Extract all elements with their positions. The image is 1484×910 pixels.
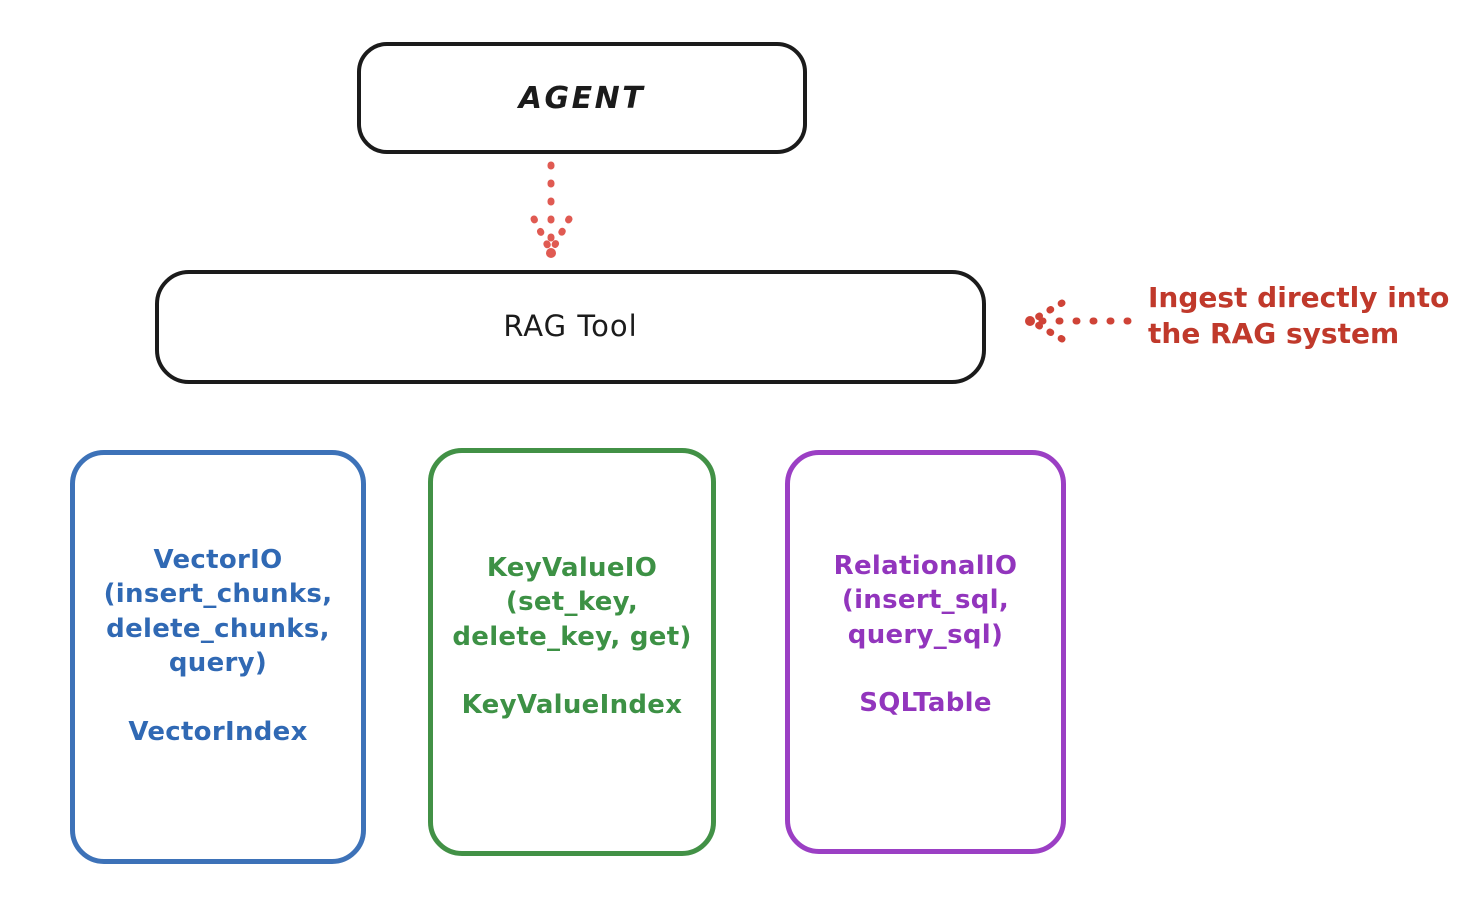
rag-tool-label: RAG Tool bbox=[503, 309, 638, 344]
agent-label: AGENT bbox=[518, 80, 646, 116]
agent-node: AGENT bbox=[357, 42, 807, 154]
relational-io-label: RelationalIO (insert_sql, query_sql) SQL… bbox=[833, 551, 1018, 719]
key-value-io-label: KeyValueIO (set_key, delete_key, get) Ke… bbox=[452, 553, 692, 721]
ingest-annotation-text: Ingest directly into the RAG system bbox=[1148, 281, 1450, 351]
arrow-agent-to-rag-tool bbox=[530, 161, 573, 258]
key-value-io-node: KeyValueIO (set_key, delete_key, get) Ke… bbox=[428, 448, 716, 856]
rag-tool-node: RAG Tool bbox=[155, 270, 986, 384]
vector-io-label: VectorIO (insert_chunks, delete_chunks, … bbox=[103, 545, 333, 747]
relational-io-node: RelationalIO (insert_sql, query_sql) SQL… bbox=[785, 450, 1066, 854]
arrow-annotation-to-rag-tool bbox=[1025, 299, 1132, 343]
vector-io-node: VectorIO (insert_chunks, delete_chunks, … bbox=[70, 450, 366, 864]
